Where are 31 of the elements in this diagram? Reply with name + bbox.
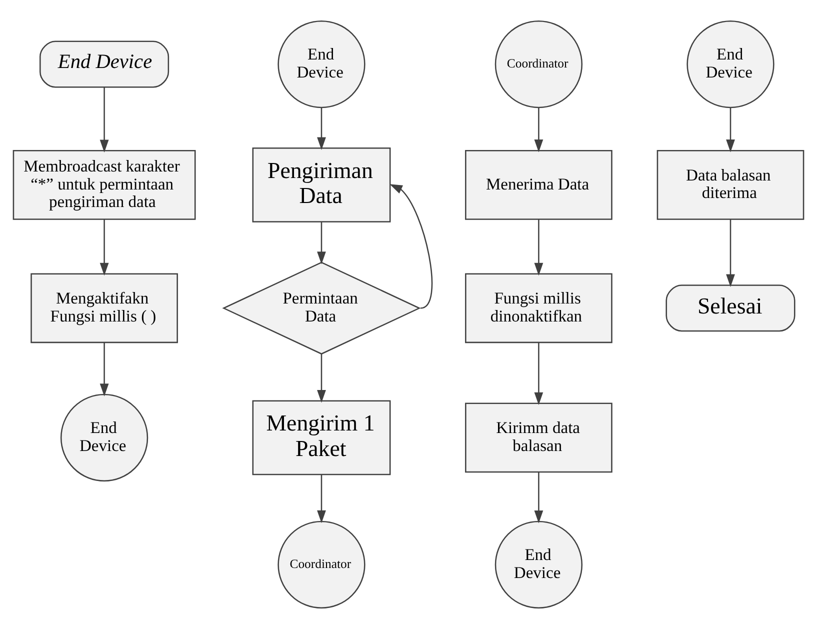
arrow (100, 219, 109, 276)
arrow (726, 107, 735, 152)
node-box: Mengirim 1 Paket (252, 400, 391, 475)
node-box: Mengaktifakn Fungsi millis ( ) (30, 272, 178, 343)
node-box: End Device (40, 40, 170, 88)
node-box: Data balasan diterima (656, 150, 804, 220)
arrow (390, 184, 433, 308)
arrow (100, 342, 109, 396)
node-box: Selesai (666, 284, 796, 332)
node-circle: End Device (494, 520, 583, 608)
node-circle: Coordinator (278, 520, 366, 608)
node-circle: End Device (60, 393, 148, 482)
arrow (317, 222, 326, 264)
arrow (534, 342, 544, 405)
node-box: Pengiriman Data (252, 146, 391, 222)
node-circle: End Device (686, 20, 774, 108)
arrow (534, 107, 544, 152)
arrow (100, 86, 109, 152)
node-box: Kirimm data balasan (465, 402, 612, 472)
arrow (726, 219, 735, 287)
node-diamond: Permintaan Data (222, 261, 421, 354)
node-box: Membroadcast karakter “*” untuk permintaan pengiriman data (12, 150, 196, 220)
arrow (534, 219, 544, 276)
arrow (317, 107, 326, 150)
arrow (317, 474, 326, 523)
arrow (534, 472, 544, 523)
arrow (317, 354, 326, 402)
node-circle: End Device (278, 20, 366, 108)
node-box: Menerima Data (465, 150, 612, 220)
node-circle: Coordinator (494, 20, 583, 108)
node-box: Fungsi millis dinonaktifkan (465, 272, 612, 343)
